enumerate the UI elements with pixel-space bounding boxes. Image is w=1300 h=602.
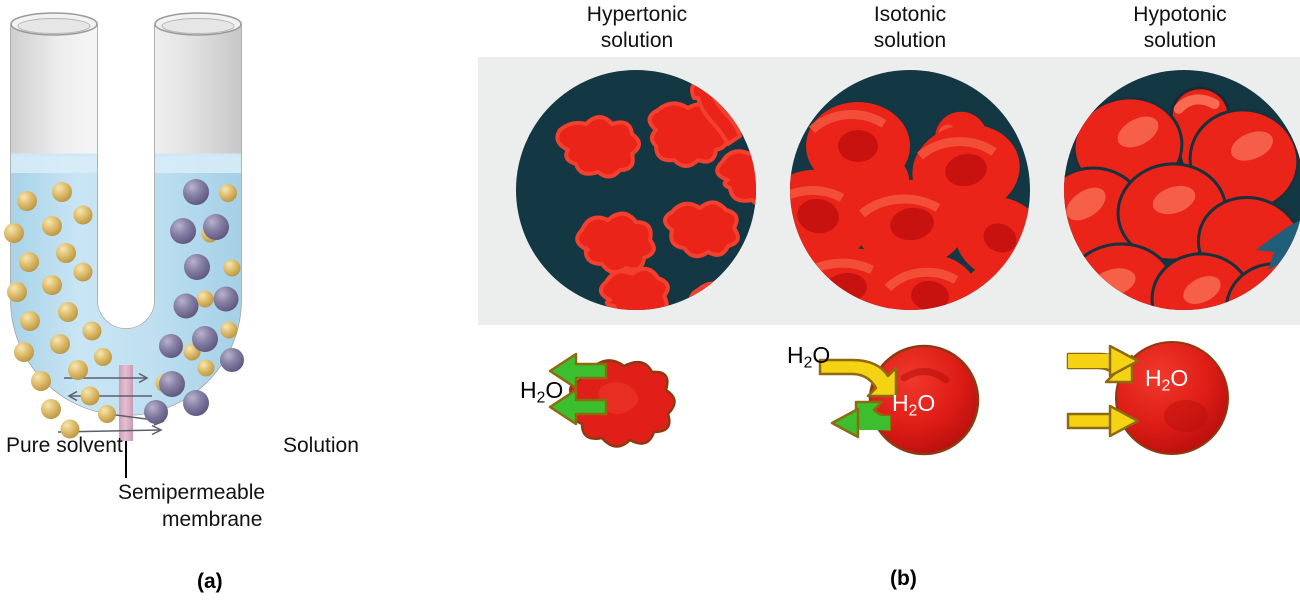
hypotonic-title-line2: solution [1143, 28, 1217, 52]
label-semipermeable-membrane-line1: Semipermeable [118, 481, 266, 504]
water-movement-diagrams [548, 341, 1229, 456]
label-pure-solvent: Pure solvent [6, 434, 123, 457]
water-in-arrow-icon [1066, 412, 1114, 430]
water-out-arrow-icon [548, 388, 608, 426]
column-heading-hypertonic: Hypertonic solution [507, 2, 767, 53]
crenated-cells-icon [516, 70, 756, 310]
solvent-particle-icon [4, 182, 116, 439]
normal-biconcave-cells-icon [790, 70, 1030, 310]
caption-a: (a) [197, 570, 223, 593]
isotonic-water-diagram [818, 344, 980, 456]
swollen-cell-icon [1115, 341, 1229, 455]
h2o-label-isotonic-inside: H2O [892, 390, 936, 420]
h2o-label-isotonic-outside: H2O [787, 342, 831, 372]
hypertonic-water-diagram [548, 352, 676, 448]
water-in-arrow-icon [818, 358, 898, 398]
hypertonic-title-line2: solution [600, 28, 674, 52]
swollen-bursting-cells-icon [1064, 70, 1300, 310]
tube-rim-right [154, 12, 242, 36]
hypotonic-water-diagram [1066, 341, 1229, 455]
hypertonic-title-line1: Hypertonic [586, 3, 688, 26]
h2o-label-hypertonic-outside: H2O [520, 377, 564, 407]
isotonic-title-line1: Isotonic [873, 3, 947, 26]
caption-b: (b) [890, 567, 917, 590]
column-heading-isotonic: Isotonic solution [780, 2, 1040, 53]
solute-particle-icon [144, 179, 244, 424]
panel-b-tonicity: Hypertonic solution Isotonic solution Hy… [460, 0, 1300, 602]
u-tube-diagram [4, 12, 244, 478]
label-semipermeable-membrane-line2: membrane [162, 508, 263, 531]
hypotonic-title-line1: Hypotonic [1133, 3, 1227, 26]
h2o-label-hypotonic-inside: H2O [1145, 365, 1189, 395]
micrograph-circles [516, 70, 1300, 310]
water-out-arrow-icon [548, 352, 608, 390]
isotonic-title-line2: solution [873, 28, 947, 52]
column-heading-hypotonic: Hypotonic solution [1050, 2, 1300, 53]
label-solution: Solution [283, 434, 359, 457]
semipermeable-membrane-icon [119, 365, 133, 441]
panel-a-osmosis-utube: Pure solvent Solution Semipermeable memb… [0, 0, 460, 602]
tube-rim-left [10, 12, 98, 36]
